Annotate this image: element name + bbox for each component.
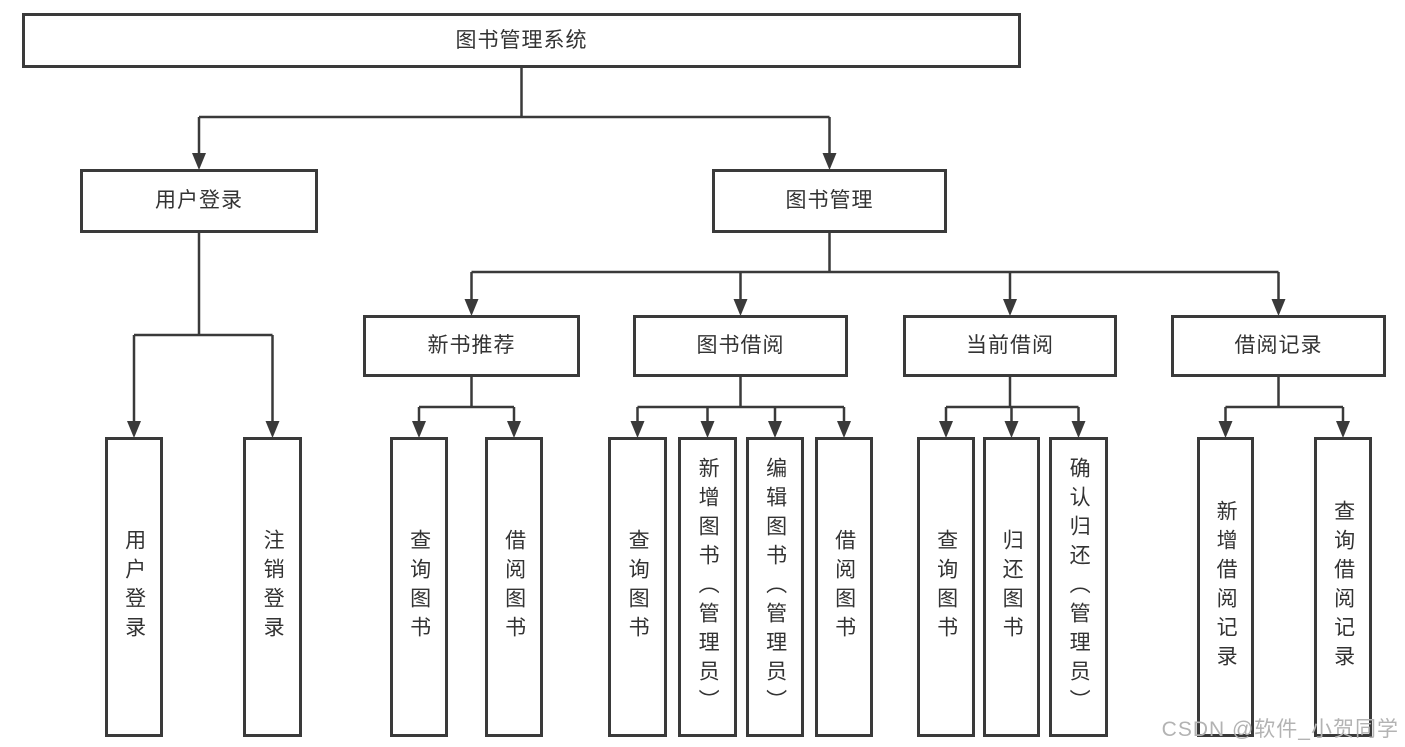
arrowhead-icon (1271, 299, 1286, 316)
node-br-add-record: 新增借阅记录 (1197, 437, 1254, 737)
node-new-book-rec: 新书推荐 (363, 315, 580, 377)
node-bb-query-book: 查询图书 (608, 437, 667, 737)
node-label: 新增图书（管理员） (696, 456, 720, 718)
node-bb-add-book: 新增图书（管理员） (678, 437, 737, 737)
node-label: 当前借阅 (966, 334, 1054, 358)
node-user-login: 用户登录 (80, 169, 318, 233)
edge-borrow-records (1224, 377, 1345, 427)
arrowhead-icon (507, 421, 521, 438)
node-label: 用户登录 (155, 189, 243, 213)
node-label: 查询图书 (934, 529, 958, 645)
node-label: 用户登录 (122, 529, 146, 645)
node-label: 查询图书 (407, 529, 431, 645)
node-cb-confirm-return: 确认归还（管理员） (1049, 437, 1108, 737)
edge-current-borrow (944, 377, 1080, 427)
node-rec-query-book: 查询图书 (390, 437, 448, 737)
arrowhead-icon (1003, 299, 1017, 316)
node-root: 图书管理系统 (22, 13, 1021, 68)
edge-book-borrow (636, 377, 846, 427)
arrowhead-icon (939, 421, 953, 438)
arrowhead-icon (464, 299, 479, 316)
node-label: 借阅记录 (1234, 334, 1323, 358)
arrowhead-icon (1004, 421, 1019, 438)
node-current-borrow: 当前借阅 (903, 315, 1117, 377)
arrowhead-icon (768, 421, 782, 438)
node-label: 图书管理系统 (455, 28, 588, 52)
node-label: 确认归还（管理员） (1067, 456, 1091, 718)
arrowhead-icon (822, 153, 837, 170)
node-br-query-record: 查询借阅记录 (1314, 437, 1372, 737)
node-label: 借阅图书 (502, 529, 526, 645)
node-label: 查询借阅记录 (1331, 500, 1355, 674)
node-label: 新书推荐 (427, 334, 516, 358)
node-borrow-records: 借阅记录 (1171, 315, 1386, 377)
arrowhead-icon (630, 421, 645, 438)
node-label: 图书借阅 (696, 334, 785, 358)
node-book-mgmt: 图书管理 (712, 169, 947, 233)
arrowhead-icon (412, 421, 426, 438)
node-label: 编辑图书（管理员） (763, 456, 787, 718)
arrowhead-icon (837, 421, 851, 438)
arrowhead-icon (1071, 421, 1086, 438)
node-logout: 注销登录 (243, 437, 302, 737)
node-book-borrow: 图书借阅 (633, 315, 848, 377)
arrowhead-icon (733, 299, 748, 316)
arrowhead-icon (700, 421, 715, 438)
node-bb-borrow-book: 借阅图书 (815, 437, 873, 737)
node-cb-query-book: 查询图书 (917, 437, 975, 737)
node-label: 图书管理 (785, 189, 874, 213)
node-cb-return-book: 归还图书 (983, 437, 1040, 737)
node-bb-edit-book: 编辑图书（管理员） (746, 437, 804, 737)
arrowhead-icon (127, 421, 141, 438)
node-label: 注销登录 (261, 529, 285, 645)
node-login: 用户登录 (105, 437, 163, 737)
arrowhead-icon (1336, 421, 1350, 438)
node-label: 查询图书 (626, 529, 650, 645)
edge-new-book-rec (417, 377, 516, 427)
arrowhead-icon (265, 421, 280, 438)
arrowhead-icon (192, 153, 206, 170)
node-label: 新增借阅记录 (1214, 500, 1238, 674)
edge-root (197, 68, 831, 159)
node-label: 归还图书 (1000, 529, 1024, 645)
node-label: 借阅图书 (832, 529, 856, 645)
node-rec-borrow-book: 借阅图书 (485, 437, 543, 737)
edge-book-mgmt (470, 233, 1280, 305)
edge-user-login (132, 233, 274, 427)
arrowhead-icon (1218, 421, 1233, 438)
